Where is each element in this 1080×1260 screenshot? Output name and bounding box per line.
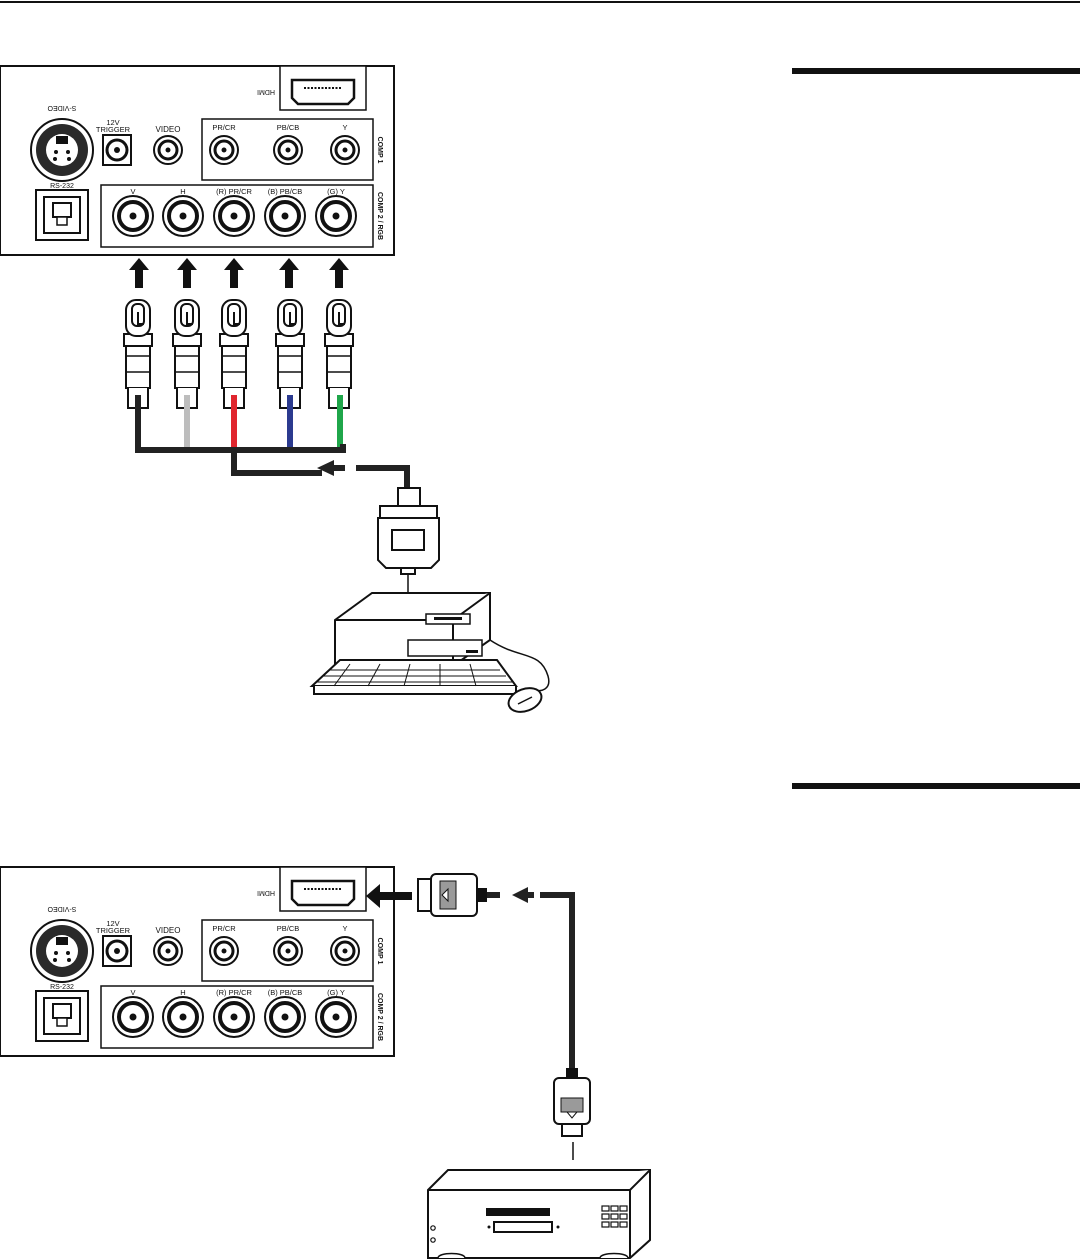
comp2-h-label: H: [180, 187, 185, 196]
trigger-label-2: TRIGGER: [96, 125, 131, 134]
cable-bundle: [138, 444, 407, 490]
signal-arrow-bottom: [512, 887, 534, 903]
video-label: VIDEO: [156, 125, 181, 134]
rear-panel-top: 12V TRIGGER VIDEO PR/CR PB/CB Y RS-232 V…: [0, 66, 394, 255]
hdmi-connector-icon: [554, 1068, 590, 1136]
comp1-label: COMP 1: [376, 137, 383, 164]
comp1-pr-label: PR/CR: [212, 123, 236, 132]
comp2-r-label: (R) PR/CR: [216, 988, 252, 997]
hdmi-label: HDMI: [257, 88, 275, 95]
comp2-h-label: H: [180, 988, 185, 997]
section-rule-1: [792, 68, 1080, 74]
hdmi-connector-icon: [418, 874, 487, 916]
comp1-label: COMP 1: [376, 938, 383, 965]
svideo-label: S-VIDEO: [47, 104, 76, 111]
trigger-label-2: TRIGGER: [96, 926, 131, 935]
bnc-connector-icon: [124, 300, 353, 408]
comp1-pb-label: PB/CB: [277, 924, 300, 933]
rear-panel-bottom: 12V TRIGGER VIDEO PR/CR PB/CB Y RS-232 V…: [0, 867, 394, 1056]
rs232-label: RS-232: [50, 183, 74, 190]
video-label: VIDEO: [156, 926, 181, 935]
comp1-pr-label: PR/CR: [212, 924, 236, 933]
comp2-b-label: (B) PB/CB: [268, 187, 303, 196]
section-rule-2: [792, 783, 1080, 789]
rs232-label: RS-232: [50, 984, 74, 991]
vga-connector-icon: [378, 488, 439, 574]
comp2-v-label: V: [130, 988, 135, 997]
hdmi-label: HDMI: [257, 889, 275, 896]
comp2-label: COMP 2 / RGB: [376, 192, 383, 240]
input-arrows-top: [129, 258, 349, 288]
comp1-y-label: Y: [342, 123, 347, 132]
comp1-y-label: Y: [342, 924, 347, 933]
comp1-pb-label: PB/CB: [277, 123, 300, 132]
comp2-g-label: (G) Y: [327, 988, 345, 997]
svideo-label: S-VIDEO: [47, 905, 76, 912]
comp2-label: COMP 2 / RGB: [376, 993, 383, 1041]
comp2-g-label: (G) Y: [327, 187, 345, 196]
dvd-player-icon: [428, 1170, 650, 1258]
comp2-b-label: (B) PB/CB: [268, 988, 303, 997]
hdmi-cable: [487, 895, 572, 1070]
comp2-r-label: (R) PR/CR: [216, 187, 252, 196]
desktop-computer-icon: [312, 593, 549, 716]
comp2-v-label: V: [130, 187, 135, 196]
